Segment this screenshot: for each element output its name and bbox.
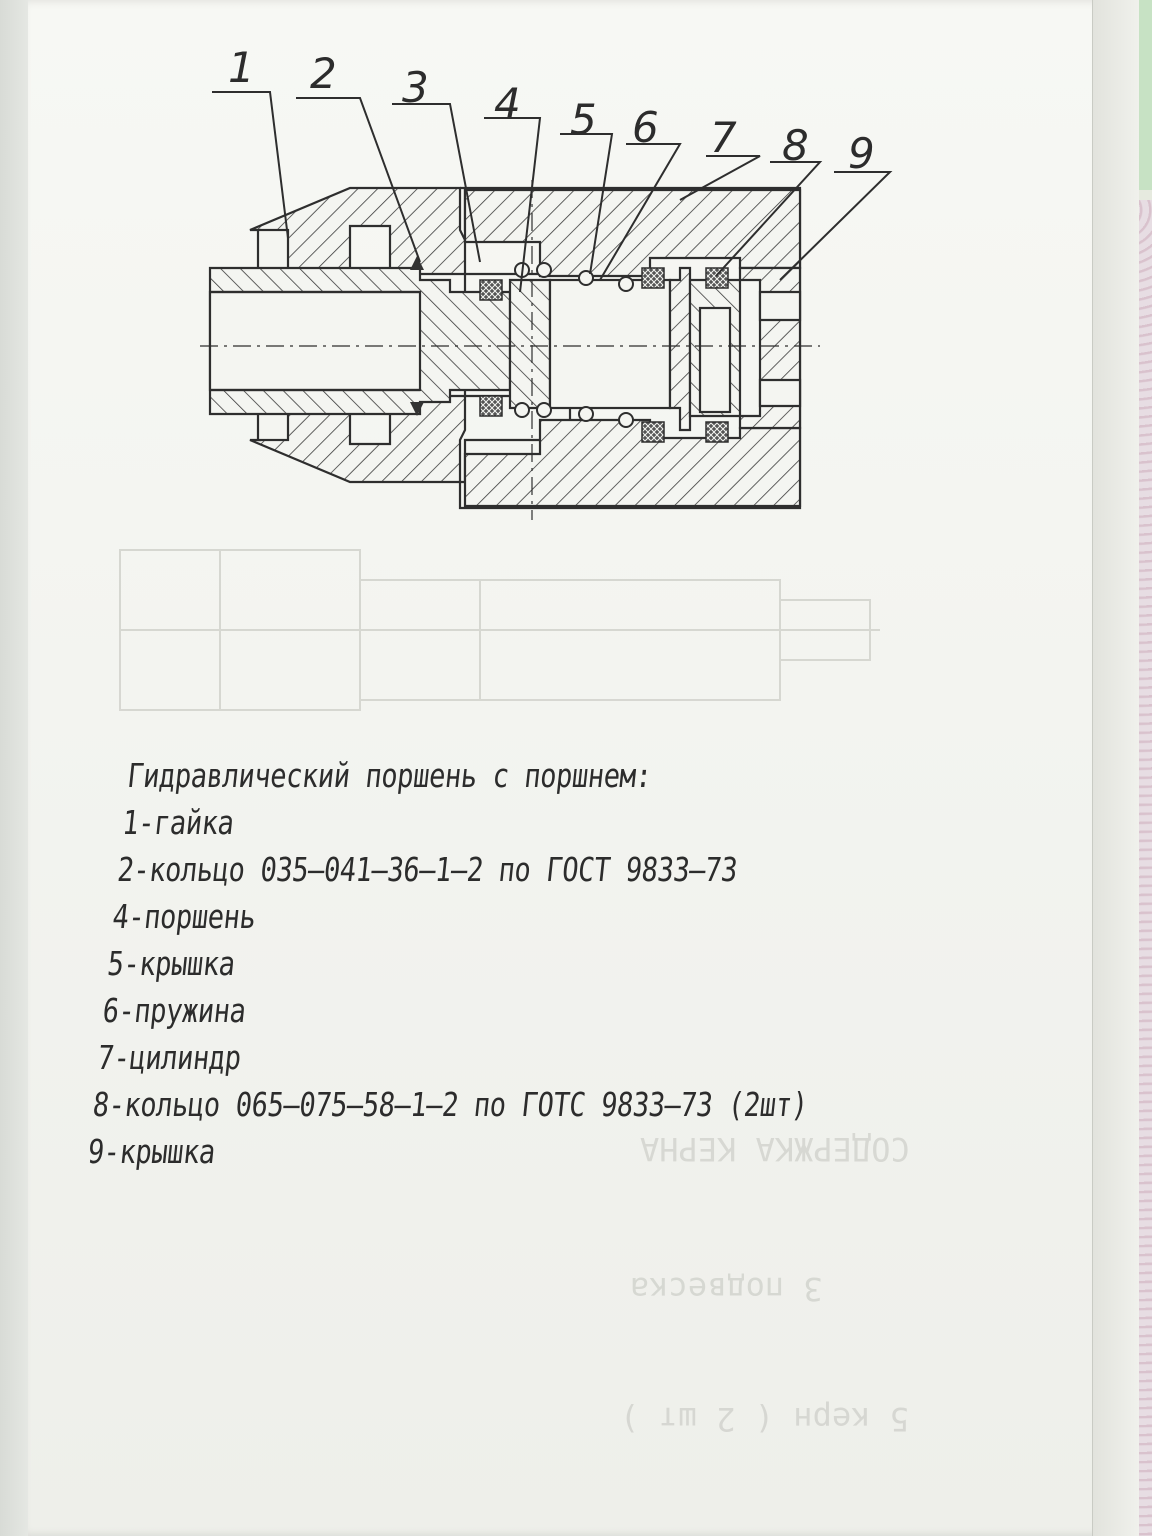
show-through-text: 5 керн ( 2 шт ) bbox=[620, 1400, 909, 1438]
callout-4: 4 bbox=[494, 79, 521, 128]
callout-9: 9 bbox=[848, 129, 875, 178]
show-through-text: 3 подвеска bbox=[630, 1270, 823, 1308]
parts-list-item: 5-крышка bbox=[105, 944, 237, 983]
parts-list-item: 6-пружина bbox=[100, 991, 248, 1030]
parts-list-item: 8-кольцо 065–075–58–1–2 по ГОТС 9833–73 … bbox=[90, 1085, 810, 1124]
show-through-drawing bbox=[119, 549, 880, 711]
callout-3: 3 bbox=[402, 63, 429, 112]
parts-list-item: 7-цилиндр bbox=[95, 1038, 243, 1077]
callout-1: 1 bbox=[228, 43, 255, 92]
parts-list: Гидравлический поршень с поршнем: 1-гайк… bbox=[86, 752, 868, 1175]
cylinder-upper bbox=[463, 188, 802, 278]
callout-5: 5 bbox=[570, 95, 597, 144]
callout-7: 7 bbox=[710, 113, 737, 162]
piston-head bbox=[508, 278, 552, 410]
leader-lines bbox=[212, 91, 893, 293]
callout-2: 2 bbox=[310, 49, 337, 98]
cylinder-lower bbox=[463, 418, 802, 508]
callout-6: 6 bbox=[632, 103, 659, 152]
parts-list-item: 2-кольцо 035–041–36–1–2 по ГОСТ 9833–73 bbox=[115, 850, 740, 889]
spring-coils bbox=[514, 262, 634, 428]
cylinder-cross-section: 1 2 3 4 5 6 7 8 9 bbox=[200, 43, 893, 520]
page-stack-edge bbox=[1092, 0, 1139, 1536]
parts-list-item: 4-поршень bbox=[110, 897, 258, 936]
caption-title: Гидравлический поршень с поршнем: bbox=[125, 756, 654, 795]
callout-8: 8 bbox=[782, 121, 809, 170]
seal-rings bbox=[410, 256, 729, 443]
cover-5 bbox=[668, 266, 692, 432]
parts-list-item: 9-крышка bbox=[85, 1132, 218, 1171]
parts-list-item: 1-гайка bbox=[120, 803, 236, 842]
